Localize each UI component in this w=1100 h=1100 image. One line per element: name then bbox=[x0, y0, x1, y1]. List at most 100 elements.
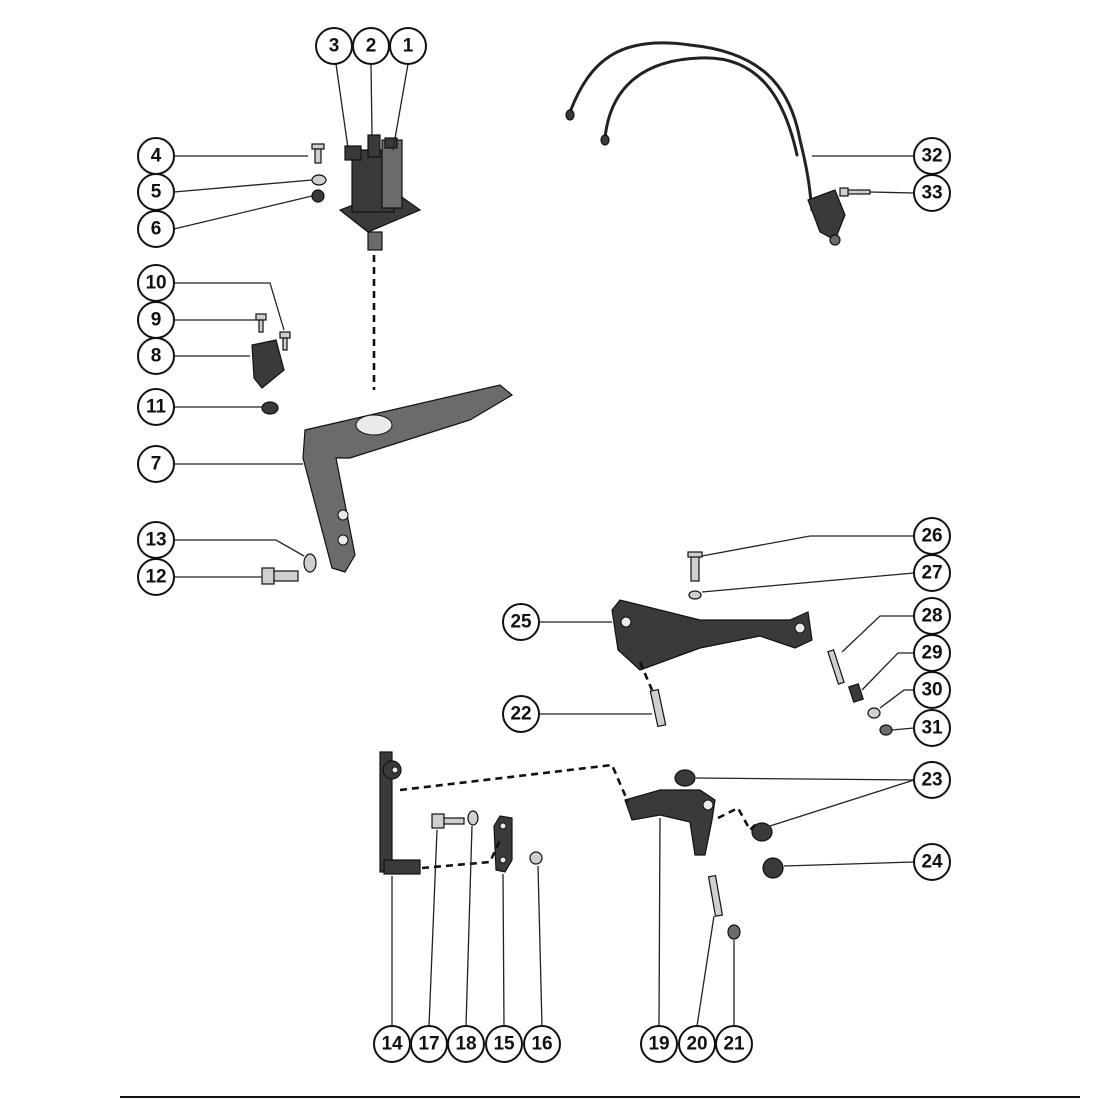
leader-10 bbox=[174, 282, 285, 331]
callout-3: 3 bbox=[315, 27, 353, 65]
bushing-23-upper bbox=[674, 769, 696, 787]
callout-11-label: 11 bbox=[146, 397, 167, 418]
leader-17 bbox=[428, 829, 438, 1027]
callout-14: 14 bbox=[373, 1025, 411, 1063]
callout-1: 1 bbox=[389, 27, 427, 65]
callout-19: 19 bbox=[640, 1025, 678, 1063]
nut-21 bbox=[727, 924, 741, 940]
callout-4: 4 bbox=[137, 137, 175, 175]
leader-20 bbox=[696, 915, 715, 1027]
bolt-12 bbox=[261, 567, 299, 585]
leader-19 bbox=[658, 817, 661, 1027]
callout-14-label: 14 bbox=[381, 1034, 403, 1055]
callout-9-label: 9 bbox=[151, 310, 162, 331]
callout-24: 24 bbox=[913, 843, 951, 881]
link-rod-14 bbox=[379, 751, 421, 875]
leader-28 bbox=[841, 615, 914, 653]
callout-13-label: 13 bbox=[145, 530, 166, 551]
screw-17 bbox=[431, 813, 465, 829]
callout-30-label: 30 bbox=[921, 680, 942, 701]
nut-6 bbox=[311, 189, 325, 203]
callout-18: 18 bbox=[447, 1025, 485, 1063]
solenoid-switch bbox=[338, 134, 422, 251]
leader-33 bbox=[869, 191, 915, 194]
leader-15 bbox=[502, 873, 505, 1027]
callout-7-label: 7 bbox=[151, 454, 162, 475]
callout-31: 31 bbox=[913, 709, 951, 747]
leader-lines bbox=[173, 63, 915, 1027]
callout-6: 6 bbox=[137, 210, 175, 248]
callout-28-label: 28 bbox=[921, 606, 942, 627]
leader-6 bbox=[173, 195, 313, 230]
callout-4-label: 4 bbox=[151, 146, 162, 167]
callout-2: 2 bbox=[352, 27, 390, 65]
callout-17: 17 bbox=[410, 1025, 448, 1063]
callout-2-label: 2 bbox=[366, 36, 377, 57]
callout-32: 32 bbox=[913, 137, 951, 175]
leader-3 bbox=[335, 63, 349, 149]
callout-8-label: 8 bbox=[151, 346, 162, 367]
parts-drawing bbox=[251, 41, 893, 940]
stud-20 bbox=[707, 874, 724, 917]
callout-18-label: 18 bbox=[455, 1034, 476, 1055]
assembly-line-link bbox=[399, 763, 630, 803]
callout-13: 13 bbox=[137, 521, 175, 559]
screw-26 bbox=[687, 551, 703, 582]
callout-30: 30 bbox=[913, 671, 951, 709]
leader-5 bbox=[173, 179, 313, 193]
spacer-29 bbox=[848, 683, 864, 703]
callout-26: 26 bbox=[913, 517, 951, 555]
leader-23a bbox=[695, 777, 915, 781]
assembly-line-link-15 bbox=[421, 839, 502, 870]
callout-27-label: 27 bbox=[921, 563, 942, 584]
callout-1-label: 1 bbox=[403, 36, 414, 57]
callout-17-label: 17 bbox=[418, 1034, 439, 1055]
callout-23-label: 23 bbox=[921, 770, 942, 791]
washer-30 bbox=[867, 707, 881, 719]
screw-4 bbox=[311, 143, 325, 164]
callout-9: 9 bbox=[137, 301, 175, 339]
callout-15-label: 15 bbox=[493, 1034, 515, 1055]
nut-11 bbox=[261, 401, 279, 415]
callout-3-label: 3 bbox=[329, 36, 340, 57]
callout-8: 8 bbox=[137, 337, 175, 375]
callout-7: 7 bbox=[137, 445, 175, 483]
leader-18 bbox=[465, 825, 473, 1027]
washer-18 bbox=[467, 810, 479, 826]
wire-harness-32 bbox=[565, 41, 846, 246]
callout-27: 27 bbox=[913, 554, 951, 592]
nut-31 bbox=[879, 724, 893, 736]
callout-23: 23 bbox=[913, 761, 951, 799]
leader-30 bbox=[879, 689, 914, 709]
callout-26-label: 26 bbox=[921, 526, 942, 547]
callout-5-label: 5 bbox=[151, 182, 162, 203]
screw-9 bbox=[255, 313, 267, 333]
terminal-block-8 bbox=[251, 339, 285, 389]
assembly-line-bellcrank bbox=[717, 806, 759, 833]
callout-28: 28 bbox=[913, 597, 951, 635]
callout-25: 25 bbox=[502, 603, 540, 641]
leader-1 bbox=[392, 63, 409, 151]
leader-23b bbox=[769, 779, 915, 827]
bellcrank-19 bbox=[624, 789, 716, 856]
callout-21: 21 bbox=[715, 1025, 753, 1063]
washer-13 bbox=[303, 553, 317, 573]
callout-10-label: 10 bbox=[145, 273, 166, 294]
callout-10: 10 bbox=[137, 264, 175, 302]
leader-31 bbox=[891, 727, 915, 731]
bushing-24 bbox=[762, 857, 784, 879]
callout-11: 11 bbox=[137, 388, 175, 426]
callout-22-label: 22 bbox=[510, 704, 531, 725]
link-15 bbox=[493, 815, 513, 873]
callout-20: 20 bbox=[678, 1025, 716, 1063]
callout-15: 15 bbox=[485, 1025, 523, 1063]
callout-22: 22 bbox=[502, 695, 540, 733]
callout-29-label: 29 bbox=[921, 643, 942, 664]
leader-29 bbox=[861, 652, 914, 691]
callout-24-label: 24 bbox=[921, 852, 943, 873]
screw-33 bbox=[839, 187, 871, 197]
callout-16: 16 bbox=[523, 1025, 561, 1063]
pin-28 bbox=[827, 649, 845, 685]
screw-10 bbox=[279, 331, 291, 351]
